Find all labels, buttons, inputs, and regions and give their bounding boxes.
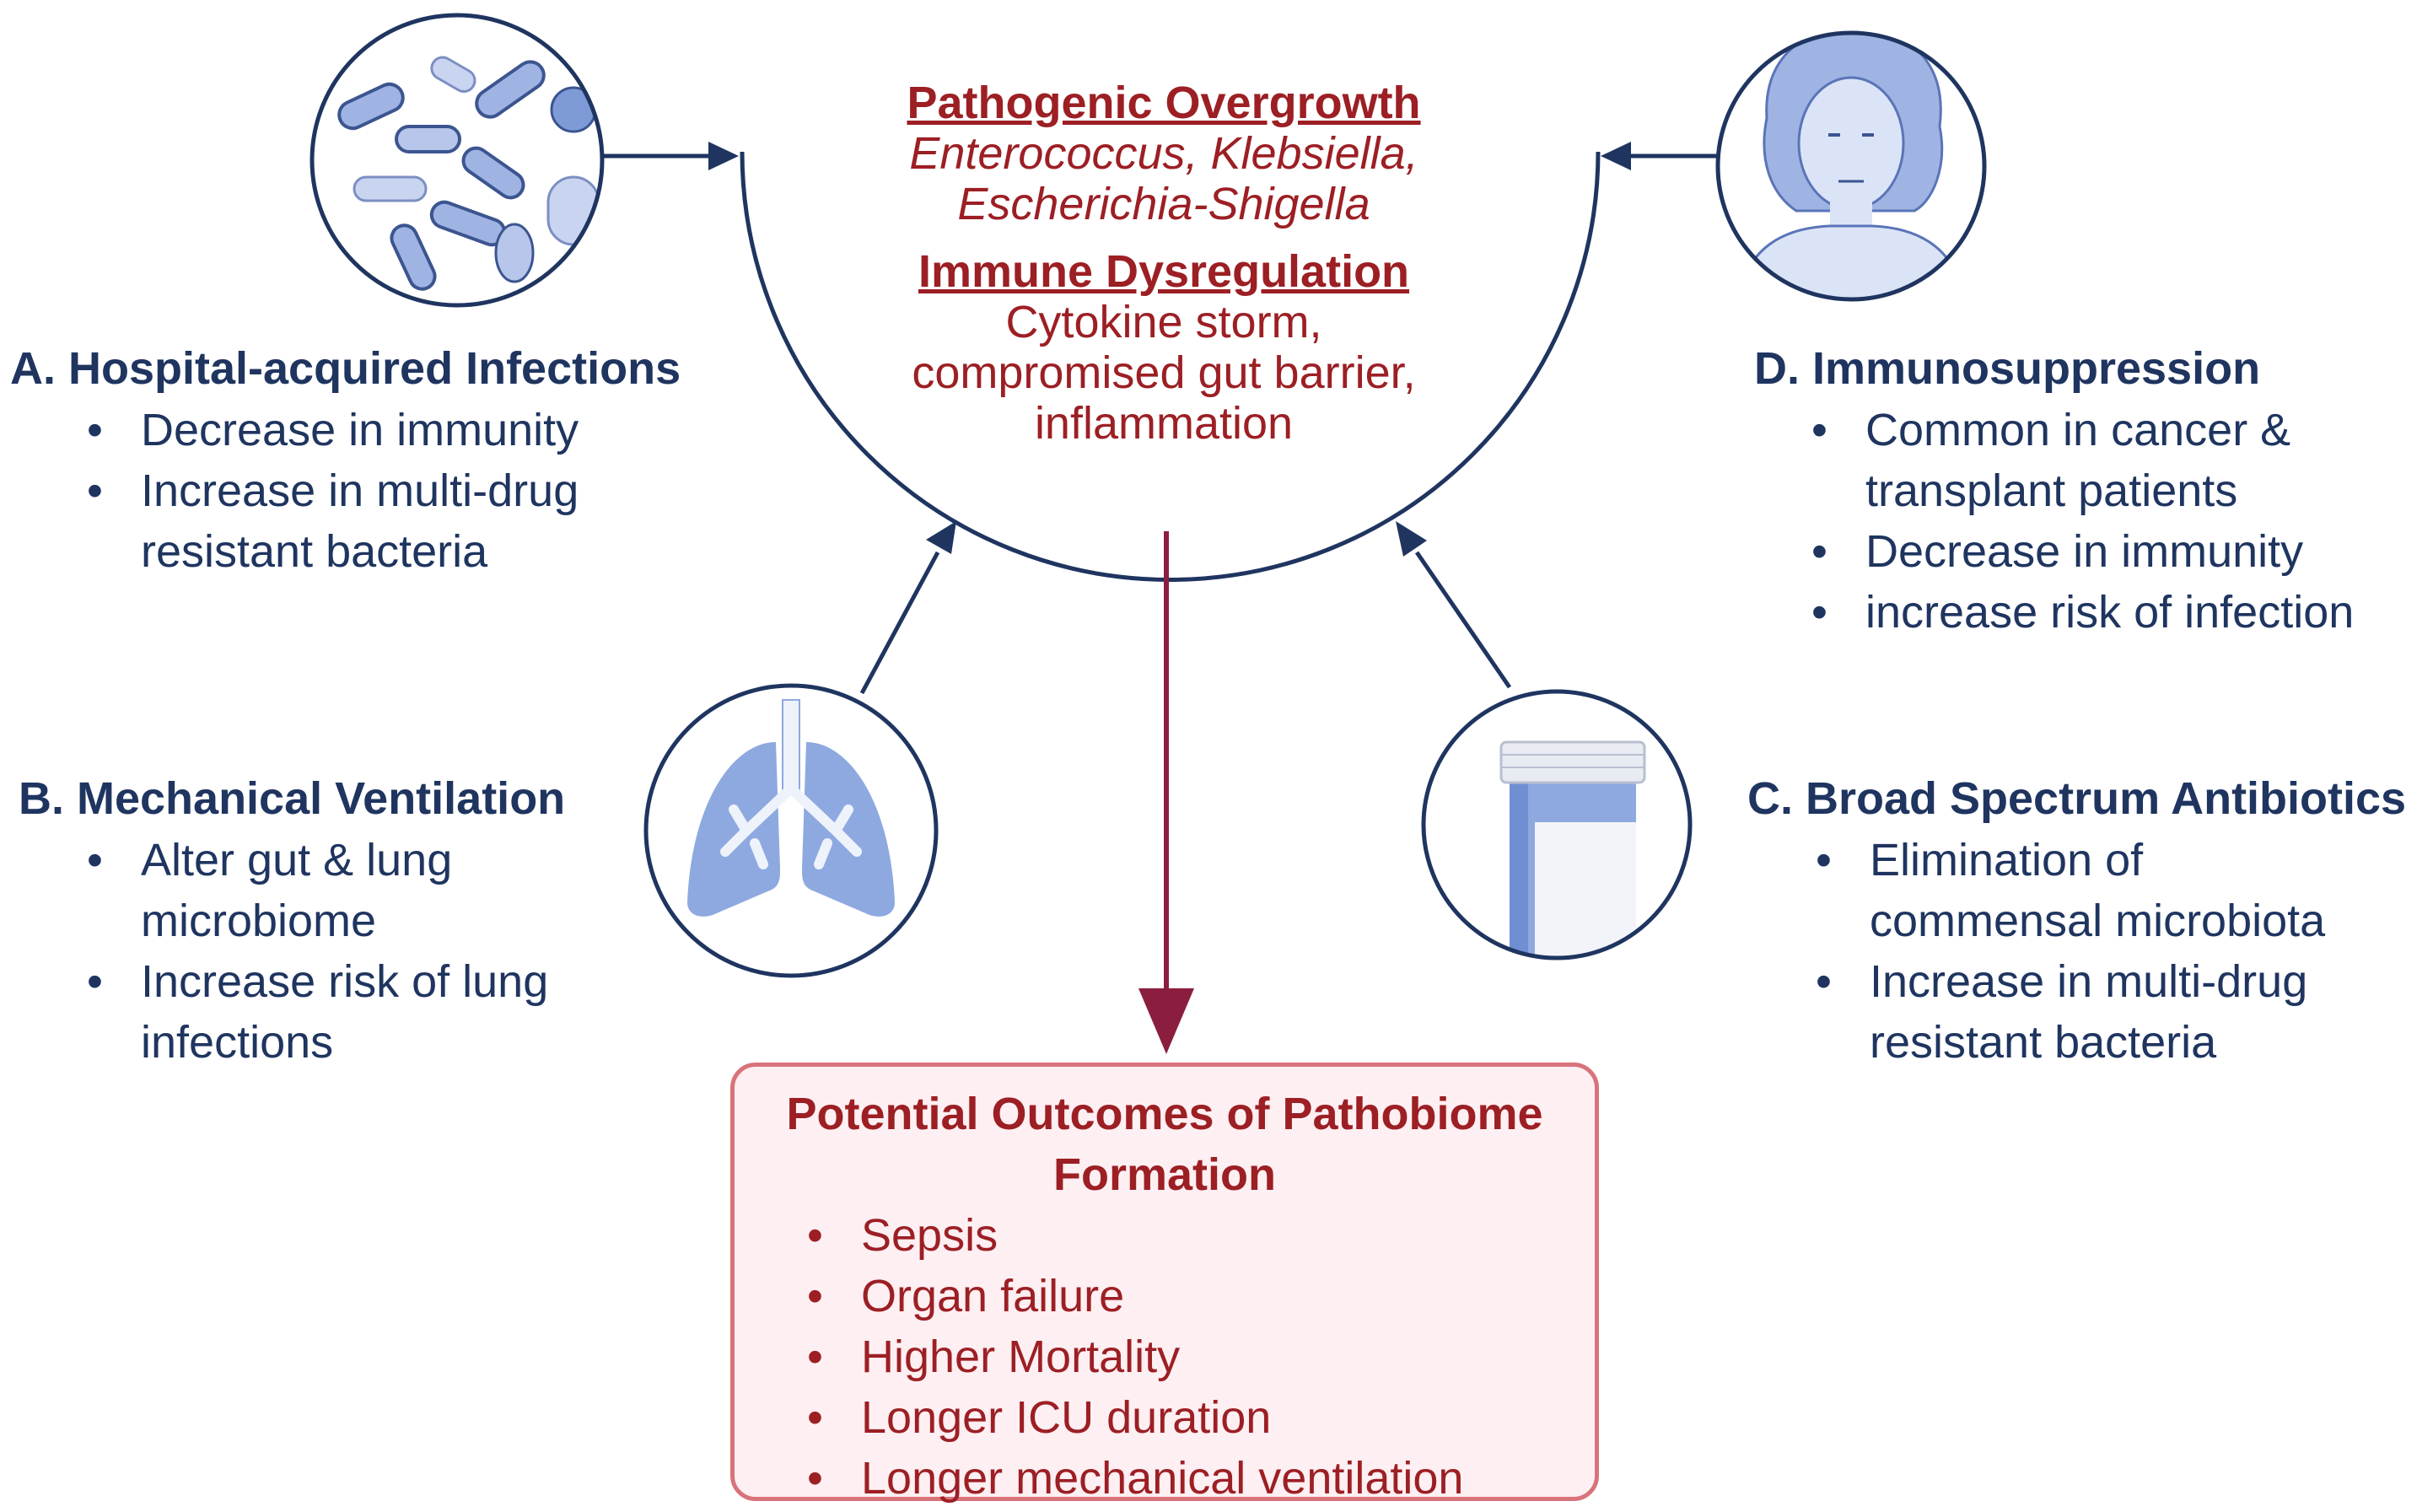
immune-line1: Cytokine storm, [1005, 297, 1322, 347]
pathogenic-overgrowth-title: Pathogenic Overgrowth [907, 78, 1421, 128]
panel-hospital-acquired: A. Hospital-acquired Infections Decrease… [10, 342, 681, 582]
outcomes-heading-line2: Formation [1053, 1149, 1276, 1200]
lungs-icon [643, 683, 939, 978]
panel-c-heading: C. Broad Spectrum Antibiotics [1747, 773, 2407, 824]
panel-d-heading: D. Immunosuppression [1754, 343, 2261, 394]
outcomes-heading-line1: Potential Outcomes of Pathobiome [786, 1089, 1543, 1139]
pathogen-list-line2: Escherichia-Shigella [957, 179, 1370, 229]
immune-dysregulation-title: Immune Dysregulation [918, 246, 1410, 297]
outcome-item: Organ failure [807, 1266, 1595, 1326]
panel-d-bullet: increase risk of infection [1811, 582, 2354, 643]
panel-b-bullet: Increase risk of lung [87, 951, 565, 1012]
outcome-item: Longer ICU duration [807, 1387, 1595, 1448]
outcome-item: Higher Mortality [807, 1326, 1595, 1387]
panel-c-bullet: Increase in multi-drug [1816, 951, 2406, 1012]
arrow-d [1601, 142, 1718, 170]
arrow-a [602, 142, 739, 170]
panel-immunosuppression: D. Immunosuppression Common in cancer & … [1754, 342, 2354, 643]
panel-c-bullet: Elimination of [1816, 830, 2406, 891]
pill-bottle-icon [1421, 689, 1693, 960]
panel-a-heading: A. Hospital-acquired Infections [10, 343, 681, 394]
panel-b-bullet: Alter gut & lung [87, 830, 565, 891]
panel-c-bullet-cont: commensal microbiota [1870, 895, 2326, 946]
person-icon [1715, 30, 1987, 302]
panel-d-bullet: Decrease in immunity [1811, 521, 2354, 582]
bacteria-icon [310, 13, 605, 308]
panel-d-bullet: Common in cancer & [1811, 400, 2354, 460]
panel-a-bullet: Increase in multi-drug [87, 460, 681, 521]
immune-line3: inflammation [1034, 398, 1294, 449]
outcome-item: Longer mechanical ventilation [807, 1448, 1595, 1509]
arrow-b [859, 521, 956, 695]
central-arc [740, 151, 1601, 582]
panel-a-bullet: Decrease in immunity [87, 400, 681, 460]
panel-b-heading: B. Mechanical Ventilation [19, 773, 566, 824]
center-text-block: Pathogenic Overgrowth Enterococcus, Kleb… [742, 78, 1585, 449]
panel-b-bullet-cont: microbiome [141, 895, 377, 946]
immune-line2: compromised gut barrier, [912, 347, 1416, 398]
panel-a-bullet-cont: resistant bacteria [141, 525, 488, 577]
pathogen-list-line1: Enterococcus, Klebsiella, [909, 128, 1418, 179]
arrow-outcome [1138, 531, 1194, 1054]
panel-d-bullet-cont: transplant patients [1865, 465, 2238, 516]
panel-broad-spectrum-antibiotics: C. Broad Spectrum Antibiotics Eliminatio… [1747, 772, 2406, 1073]
panel-b-bullet-cont: infections [141, 1016, 334, 1068]
panel-c-bullet-cont: resistant bacteria [1870, 1016, 2217, 1068]
outcome-item: Sepsis [807, 1205, 1595, 1266]
outcomes-box: Potential Outcomes of Pathobiome Formati… [730, 1063, 1599, 1509]
arrow-c [1396, 521, 1512, 689]
panel-mechanical-ventilation: B. Mechanical Ventilation Alter gut & lu… [19, 772, 565, 1073]
